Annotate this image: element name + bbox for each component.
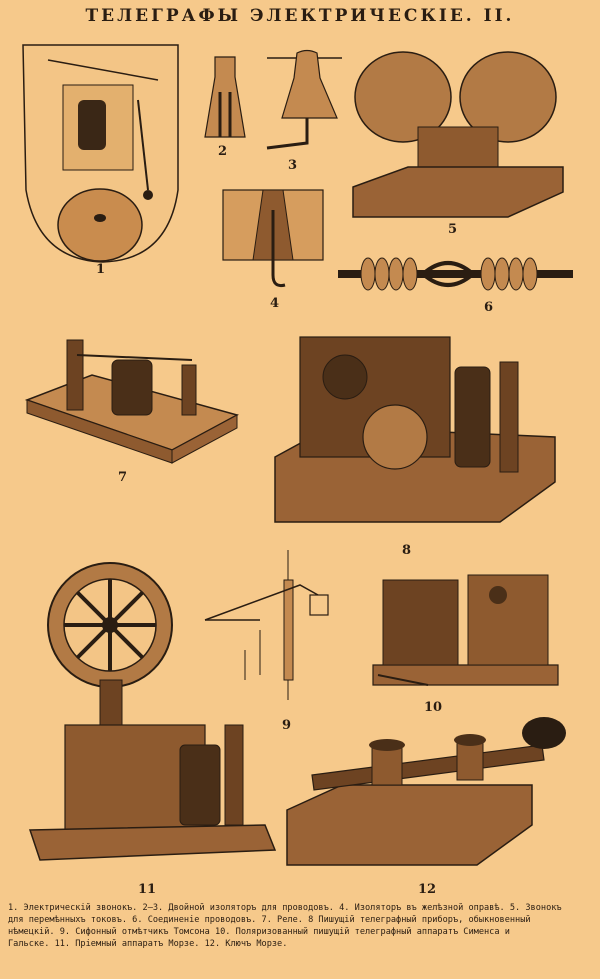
figure-11-morse-receiver [25, 560, 280, 880]
figure-4-insulator-iron-mount [218, 180, 328, 295]
figure-3-insulator [262, 48, 347, 158]
figure-3-number: 3 [288, 158, 298, 173]
page-title: ТЕЛЕГРАФЫ ЭЛЕКТРИЧЕСКІЕ. II. [85, 6, 515, 26]
figure-7-relay [22, 325, 242, 465]
figure-9-siphon-recorder [200, 540, 340, 715]
figure-10-number: 10 [424, 700, 443, 715]
figure-8-number: 8 [402, 543, 412, 558]
figure-2-number: 2 [218, 144, 228, 159]
figure-12-morse-key [282, 705, 582, 880]
figure-5-ac-bell [348, 42, 568, 232]
figure-6-number: 6 [484, 300, 494, 315]
figure-2-insulator [200, 52, 250, 142]
caption-line: Гальске. 11. Пріемный аппаратъ Морзе. 12… [8, 939, 288, 949]
figure-6-wire-joint [338, 252, 573, 297]
caption-line: для перемѣнныхъ токовъ. 6. Соединеніе пр… [8, 915, 531, 925]
figure-9-number: 9 [282, 718, 292, 733]
figure-12-number: 12 [418, 882, 437, 897]
caption-line: 1. Электрическій звонокъ. 2—3. Двойной и… [8, 903, 562, 913]
figure-5-number: 5 [448, 222, 458, 237]
caption-line: нѣмецкій. 9. Сифонный отмѣтчикъ Томсона … [8, 927, 510, 937]
figure-10-siemens-apparatus [368, 565, 563, 695]
figure-4-number: 4 [270, 296, 280, 311]
plate-caption: 1. Электрическій звонокъ. 2—3. Двойной и… [8, 902, 592, 950]
figure-11-number: 11 [138, 882, 157, 897]
figure-7-number: 7 [118, 470, 128, 485]
figure-1-number: 1 [96, 262, 106, 277]
figure-1-electric-bell [18, 40, 183, 270]
figure-8-writing-telegraph [270, 322, 560, 537]
